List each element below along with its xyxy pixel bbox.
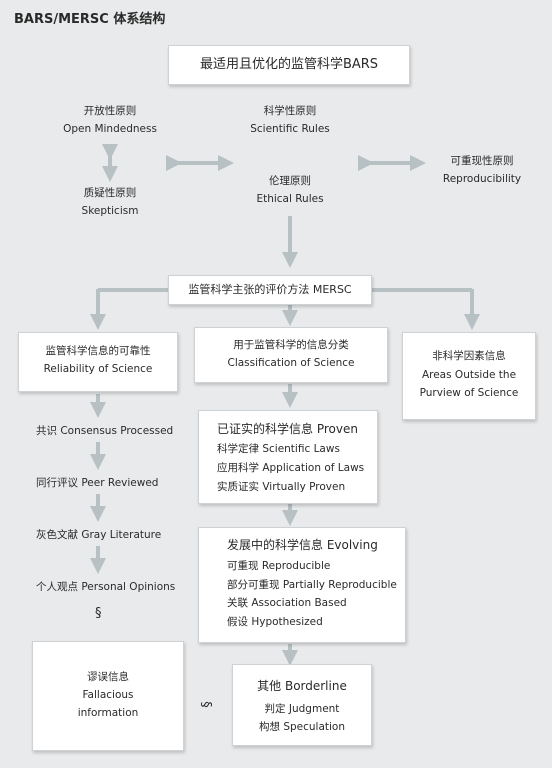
- classification-en: Classification of Science: [227, 357, 355, 369]
- proven-title: 已证实的科学信息 Proven: [217, 422, 358, 436]
- proven-item: 科学定律 Scientific Laws: [217, 443, 340, 455]
- evolving-item: 假设 Hypothesized: [227, 615, 323, 628]
- evolving-title: 发展中的科学信息 Evolving: [227, 538, 378, 552]
- classification-box: 用于监管科学的信息分类 Classification of Science: [194, 327, 388, 383]
- borderline-box: 其他 Borderline 判定 Judgment 构想 Speculation: [232, 664, 372, 746]
- principle-skeptic: 质疑性原则 Skepticism: [48, 186, 172, 219]
- principle-open: 开放性原则 Open Mindedness: [48, 104, 172, 137]
- mersc-box-label: 监管科学主张的评价方法 MERSC: [188, 283, 352, 296]
- evolving-item: 可重现 Reproducible: [227, 560, 331, 572]
- principle-skeptic-en: Skepticism: [81, 205, 139, 217]
- borderline-item: 判定 Judgment: [264, 703, 340, 715]
- level-gray-literature: 灰色文献 Gray Literature: [36, 529, 162, 541]
- reliability-en: Reliability of Science: [43, 363, 153, 375]
- evolving-box: 发展中的科学信息 Evolving 可重现 Reproducible 部分可重现…: [198, 527, 406, 643]
- borderline-title: 其他 Borderline: [257, 679, 347, 693]
- principle-ethical-zh: 伦理原则: [269, 175, 311, 187]
- level-peer-reviewed: 同行评议 Peer Reviewed: [36, 477, 159, 489]
- reliability-box: 监管科学信息的可靠性 Reliability of Science: [18, 332, 178, 392]
- outside-en1: Areas Outside the: [421, 369, 517, 381]
- level-personal-opinions: 个人观点 Personal Opinions: [36, 581, 176, 593]
- evolving-item: 关联 Association Based: [227, 597, 347, 609]
- principle-open-zh: 开放性原则: [83, 105, 137, 117]
- outside-en2: Purview of Science: [419, 387, 519, 399]
- principle-reproducible-zh: 可重现性原则: [450, 155, 514, 167]
- principle-skeptic-zh: 质疑性原则: [83, 187, 137, 199]
- proven-item: 实质证实 Virtually Proven: [217, 481, 346, 493]
- bars-box: 最适用且优化的监管科学BARS: [168, 45, 410, 85]
- principle-reproducible-en: Reproducibility: [442, 173, 522, 185]
- principle-scientific-en: Scientific Rules: [250, 123, 330, 135]
- outside-zh: 非科学因素信息: [432, 350, 506, 362]
- principle-ethical-en: Ethical Rules: [256, 193, 324, 205]
- section-symbol-left: §: [95, 606, 102, 621]
- principle-ethical: 伦理原则 Ethical Rules: [228, 174, 352, 207]
- proven-item: 应用科学 Application of Laws: [217, 462, 365, 474]
- outside-box: 非科学因素信息 Areas Outside the Purview of Sci…: [402, 332, 536, 420]
- classification-zh: 用于监管科学的信息分类: [233, 339, 349, 351]
- principle-reproducible: 可重现性原则 Reproducibility: [420, 154, 544, 187]
- reliability-zh: 监管科学信息的可靠性: [45, 345, 151, 357]
- borderline-item: 构想 Speculation: [258, 721, 346, 733]
- level-consensus: 共识 Consensus Processed: [36, 425, 174, 437]
- fallacious-box: 谬误信息 Fallacious information: [32, 641, 184, 751]
- bars-box-label: 最适用且优化的监管科学BARS: [199, 57, 379, 72]
- mersc-box: 监管科学主张的评价方法 MERSC: [168, 275, 372, 305]
- fallacious-line2: Fallacious: [82, 689, 134, 701]
- fallacious-line1: 谬误信息: [87, 671, 129, 683]
- principle-open-en: Open Mindedness: [63, 123, 157, 135]
- principle-scientific: 科学性原则 Scientific Rules: [228, 104, 352, 137]
- section-symbol-rotated: §: [197, 701, 213, 708]
- evolving-item: 部分可重现 Partially Reproducible: [227, 578, 397, 591]
- page-title: BARS/MERSC 体系结构: [14, 12, 166, 27]
- fallacious-line3: information: [77, 707, 139, 719]
- principle-scientific-zh: 科学性原则: [263, 105, 317, 117]
- proven-box: 已证实的科学信息 Proven 科学定律 Scientific Laws 应用科…: [198, 410, 378, 504]
